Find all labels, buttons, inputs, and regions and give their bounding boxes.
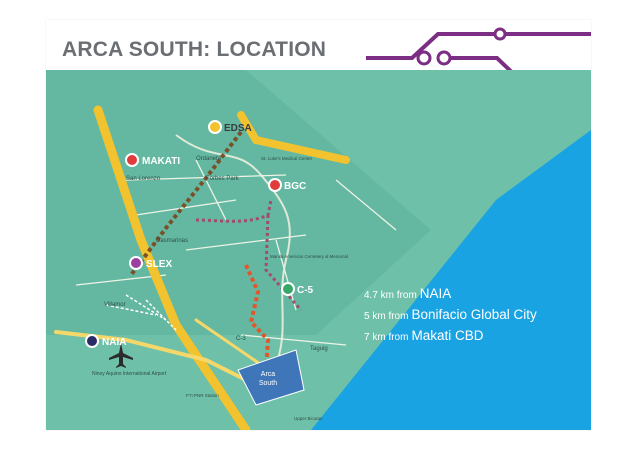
marker-bgc bbox=[268, 178, 282, 192]
distance-value: 5 km from bbox=[364, 311, 409, 322]
label-edsa: EDSA bbox=[224, 123, 252, 134]
label-slex: SLEX bbox=[146, 259, 172, 270]
distance-value: 4.7 km from bbox=[364, 290, 417, 301]
label-fti-station: FTI PNR Station bbox=[186, 393, 219, 398]
marker-c5 bbox=[281, 282, 295, 296]
marker-slex bbox=[129, 256, 143, 270]
distance-value: 7 km from bbox=[364, 332, 409, 343]
map-shade bbox=[46, 70, 431, 335]
slide: ARCA SOUTH: LOCATION bbox=[46, 20, 591, 430]
label-airport: Ninoy Aquino International Airport bbox=[92, 371, 167, 377]
airplane-icon bbox=[109, 343, 133, 368]
label-taguig: Taguig bbox=[310, 346, 328, 352]
arca-south-area bbox=[237, 349, 305, 406]
label-makati: MAKATI bbox=[142, 156, 180, 167]
marker-makati bbox=[125, 153, 139, 167]
label-naia: NAIA bbox=[102, 337, 126, 348]
label-ordaneta: Ordaneta bbox=[196, 156, 222, 162]
label-manila-american: Manila American Cemetery & Memorial bbox=[270, 254, 348, 259]
distance-destination: Makati CBD bbox=[411, 328, 484, 343]
label-villamor: Villamor bbox=[104, 302, 126, 308]
label-c5: C-5 bbox=[297, 285, 314, 296]
label-st-lukes: St. Luke's Medical Center bbox=[261, 156, 313, 161]
dashed-roads bbox=[105, 294, 177, 331]
marker-edsa bbox=[208, 120, 222, 134]
label-san-lorenzo: San Lorenzo bbox=[126, 176, 161, 182]
edsa-line bbox=[129, 130, 243, 277]
label-south: South bbox=[259, 380, 277, 387]
label-upper-bicutan: Upper Bicutan bbox=[294, 416, 323, 421]
slide-title: ARCA SOUTH: LOCATION bbox=[62, 38, 327, 61]
label-c3: C-3 bbox=[236, 336, 246, 342]
location-map: MAKATI EDSA BGC SLEX C-5 NAIA San Lorenz… bbox=[46, 70, 591, 430]
info-panel bbox=[311, 130, 591, 430]
label-dasmarinas: Dasmarinas bbox=[156, 238, 188, 244]
marker-naia bbox=[85, 334, 99, 348]
distance-destination: Bonifacio Global City bbox=[411, 307, 537, 322]
distance-destination: NAIA bbox=[419, 286, 452, 301]
label-bgc: BGC bbox=[284, 181, 306, 192]
label-forbes-park: Forbes Park bbox=[206, 176, 240, 182]
label-arca: Arca bbox=[261, 371, 276, 378]
route-maroon bbox=[195, 199, 303, 311]
